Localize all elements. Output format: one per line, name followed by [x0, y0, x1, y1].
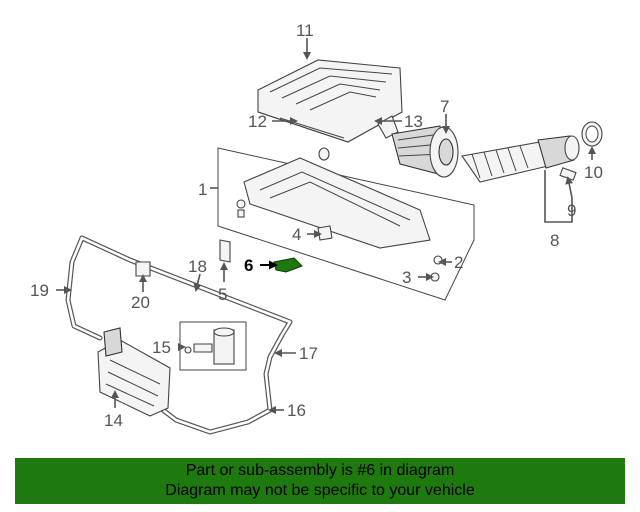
callout-9: 9 — [567, 201, 576, 220]
callout-1: 1 — [198, 180, 207, 199]
hose-clamp-part — [581, 121, 603, 147]
callout-labels: 1 2 3 4 5 6 7 8 9 10 11 12 13 14 15 16 1… — [30, 21, 603, 430]
callout-18: 18 — [188, 257, 207, 276]
vacuum-tube-parts — [65, 235, 293, 435]
callout-6-highlighted: 6 — [244, 256, 253, 275]
cone-filter-part — [391, 125, 459, 178]
callout-5: 5 — [218, 285, 227, 304]
callout-15: 15 — [152, 338, 171, 357]
banner-line-disclaimer: Diagram may not be specific to your vehi… — [165, 482, 475, 499]
info-banner: Part or sub-assembly is #6 in diagram Di… — [15, 458, 625, 504]
callout-10: 10 — [584, 163, 603, 182]
callout-14: 14 — [104, 411, 123, 430]
callout-12: 12 — [248, 112, 267, 131]
callout-13: 13 — [404, 112, 423, 131]
callout-7: 7 — [440, 97, 449, 116]
callout-4: 4 — [292, 225, 301, 244]
callout-2: 2 — [454, 253, 463, 272]
banner-line-part-number: Part or sub-assembly is #6 in diagram — [185, 462, 455, 479]
callout-3: 3 — [402, 268, 411, 287]
callout-20: 20 — [131, 293, 150, 312]
bracket-part-highlighted — [273, 257, 303, 273]
callout-17: 17 — [299, 344, 318, 363]
callout-16: 16 — [287, 401, 306, 420]
callout-8: 8 — [550, 231, 559, 250]
air-cleaner-housing-part — [217, 147, 475, 301]
callout-11: 11 — [296, 21, 314, 40]
parts-diagram: 1 2 3 4 5 6 7 8 9 10 11 12 13 14 15 16 1… — [30, 21, 603, 435]
intake-tube-part — [461, 135, 580, 183]
leader-lines — [56, 38, 596, 414]
callout-19: 19 — [30, 281, 49, 300]
air-cleaner-cover-part — [257, 59, 403, 143]
solenoid-valve-part — [179, 321, 247, 371]
